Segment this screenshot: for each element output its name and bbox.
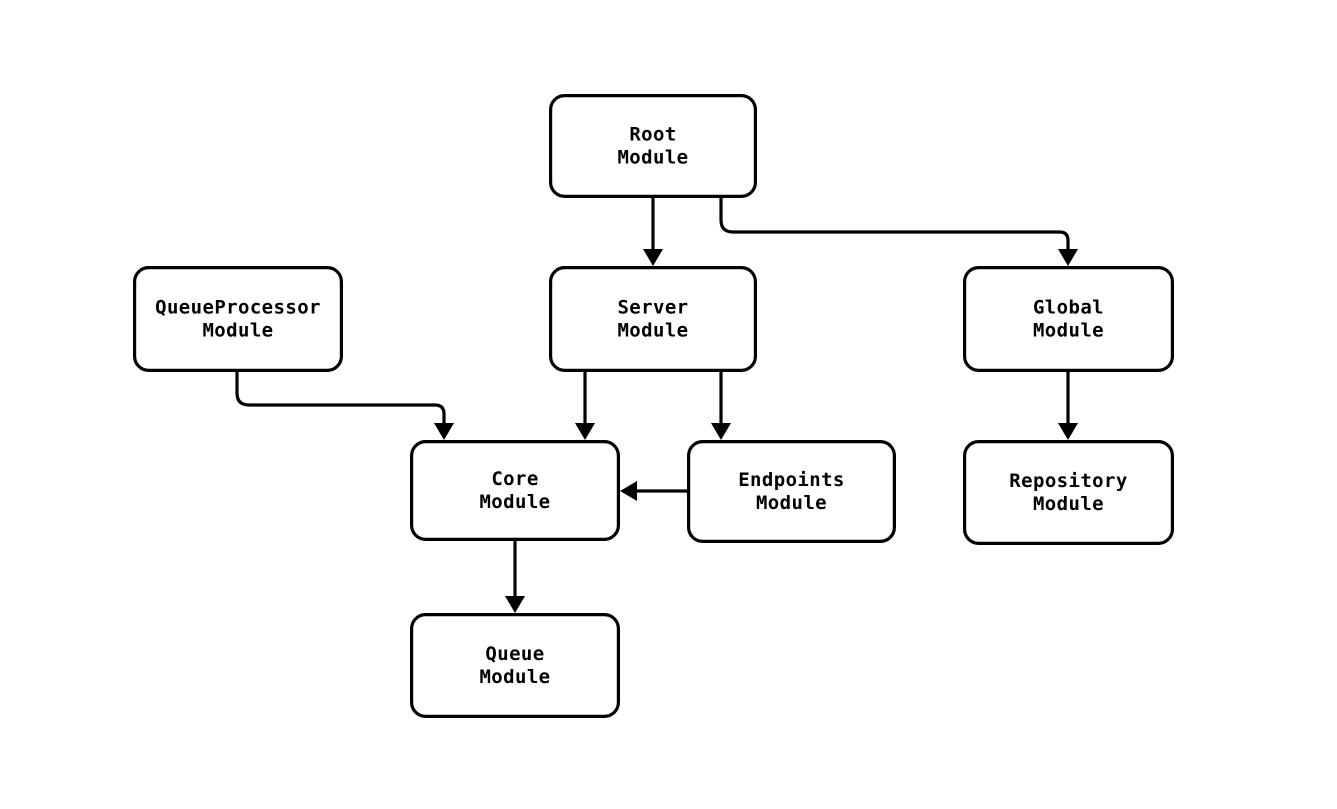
arrowhead-icon: [434, 423, 454, 440]
node-label-line2: Module: [479, 666, 550, 688]
node-box[interactable]: [410, 612, 621, 718]
edge-global-to-repository: [1058, 372, 1078, 440]
node-label-line2: Module: [617, 147, 688, 169]
node-layer: RootModuleQueueProcessorModuleServerModu…: [133, 93, 1174, 718]
node-label-line1: Queue: [485, 643, 544, 665]
node-label-line1: QueueProcessor: [155, 297, 321, 319]
node-label-line2: Module: [756, 492, 827, 514]
node-box[interactable]: [962, 266, 1174, 373]
edge-endpoints-to-core: [620, 481, 687, 501]
node-label-line2: Module: [479, 491, 550, 513]
node-label-line2: Module: [617, 320, 688, 342]
edge-line: [235, 372, 446, 423]
node-box[interactable]: [548, 266, 757, 373]
node-box[interactable]: [548, 93, 757, 199]
arrowhead-icon: [711, 423, 731, 440]
node-label-line1: Root: [629, 124, 676, 146]
edge-queueprocessor-to-core: [235, 372, 454, 440]
node-box[interactable]: [410, 440, 621, 542]
node-label-line2: Module: [1033, 493, 1104, 515]
arrowhead-icon: [643, 249, 663, 266]
edge-root-to-global: [719, 198, 1078, 266]
edge-server-to-endpoints: [711, 372, 731, 440]
node-label-line1: Server: [617, 297, 688, 319]
edge-core-to-queue: [505, 541, 525, 613]
node-box[interactable]: [962, 440, 1174, 546]
edge-server-to-core: [575, 372, 595, 440]
node-label-line2: Module: [1033, 320, 1104, 342]
arrowhead-icon: [575, 423, 595, 440]
edge-line: [719, 198, 1070, 249]
arrowhead-icon: [505, 596, 525, 613]
edge-layer: [235, 198, 1078, 613]
arrowhead-icon: [1058, 423, 1078, 440]
node-box[interactable]: [133, 266, 344, 373]
node-box[interactable]: [686, 440, 896, 544]
edge-root-to-server: [643, 198, 663, 266]
node-label-line1: Global: [1033, 297, 1104, 319]
node-label-line1: Endpoints: [738, 469, 845, 491]
arrowhead-icon: [620, 481, 637, 501]
arrowhead-icon: [1058, 249, 1078, 266]
node-label-line1: Repository: [1009, 470, 1127, 492]
node-label-line2: Module: [202, 320, 273, 342]
node-label-line1: Core: [491, 468, 538, 490]
